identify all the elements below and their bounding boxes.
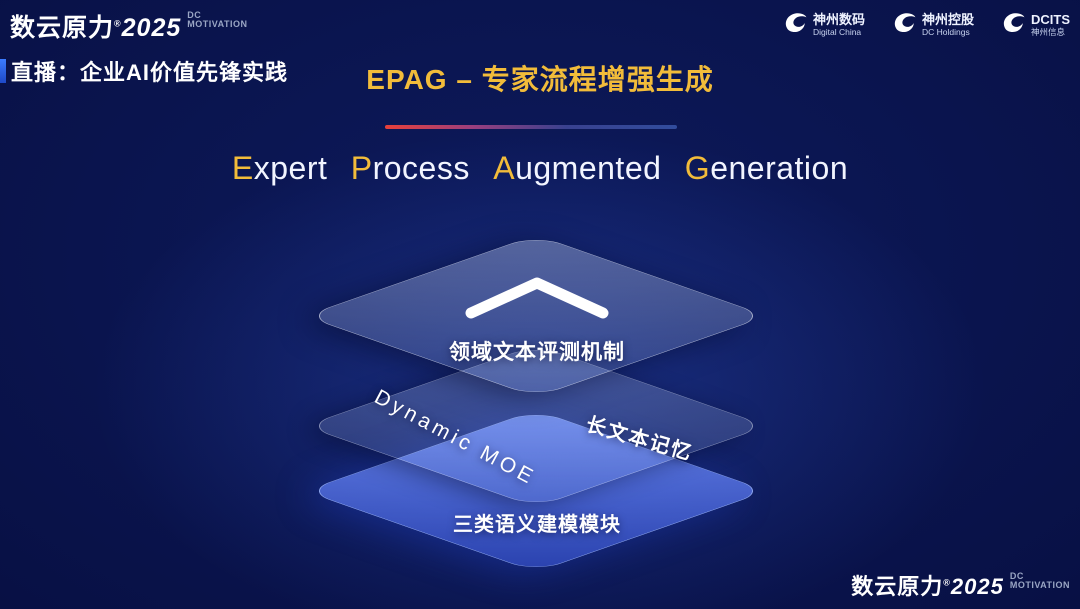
partner-digital-china: 神州数码 Digital China [782, 10, 865, 41]
subtitle-rest: ugmented [515, 150, 662, 186]
live-banner-text: 直播：企业AI价值先锋实践 [11, 60, 289, 85]
subtitle-initial: E [231, 150, 254, 186]
page-title: EPAG – 专家流程增强生成 [366, 64, 714, 95]
digital-china-swoosh-icon [782, 10, 808, 41]
subtitle-initial: G [684, 150, 711, 186]
subtitle-rest: xpert [253, 150, 328, 186]
subtitle-initial: A [493, 150, 516, 186]
live-banner-accent-bar [0, 59, 6, 83]
brand-subtext: DC MOTIVATION [1009, 571, 1070, 591]
partner-dcits: DCITS 神州信息 [1000, 10, 1070, 41]
brand-logo-bottom-right: 数云原力®2025 DC MOTIVATION [851, 569, 1070, 601]
partner-dc-holdings: 神州控股 DC Holdings [891, 10, 974, 41]
brand-logo-top-left: 数云原力®2025 DC MOTIVATION [10, 8, 247, 44]
brand-name: 数云原力 [10, 14, 115, 42]
subtitle-word: Generation [685, 150, 848, 186]
subtitle-english: Expert Process Augmented Generation [225, 150, 855, 187]
subtitle-initial: P [350, 150, 373, 186]
gradient-divider [385, 125, 677, 129]
subtitle-rest: rocess [372, 150, 470, 186]
layer-top-label: 领域文本评测机制 [449, 341, 625, 364]
partner-subtitle: 神州信息 [1031, 27, 1066, 38]
dcits-swoosh-icon [1000, 10, 1026, 41]
partner-text: 神州数码 Digital China [812, 12, 865, 38]
brand-sub-dc: DC [187, 10, 202, 20]
partner-logos: 神州数码 Digital China 神州控股 DC Holdings DCIT… [782, 10, 1070, 41]
brand-subtext: DC MOTIVATION [187, 10, 248, 30]
partner-subtitle: DC Holdings [921, 27, 970, 38]
subtitle-word: Augmented [493, 150, 661, 186]
dc-holdings-swoosh-icon [891, 10, 917, 41]
brand-year: 2025 [950, 574, 1004, 599]
brand-year: 2025 [121, 14, 182, 42]
brand-wordmark: 数云原力®2025 [851, 569, 1004, 601]
partner-subtitle: Digital China [812, 27, 862, 38]
partner-text: DCITS 神州信息 [1031, 12, 1070, 38]
chevron-up-icon [462, 274, 612, 327]
registered-mark: ® [943, 577, 951, 588]
registered-mark: ® [114, 18, 122, 29]
partner-name: 神州控股 [921, 12, 974, 28]
live-banner: 直播：企业AI价值先锋实践 [0, 55, 288, 87]
partner-name: DCITS [1031, 12, 1070, 28]
partner-name: 神州数码 [812, 12, 865, 28]
brand-sub-motivation: MOTIVATION [187, 19, 248, 30]
brand-sub-motivation: MOTIVATION [1009, 580, 1070, 591]
brand-sub-dc: DC [1009, 571, 1024, 581]
brand-name: 数云原力 [851, 574, 944, 599]
layer-bottom-label: 三类语义建模模块 [453, 514, 621, 536]
subtitle-rest: eneration [710, 150, 849, 186]
subtitle-word: Expert [232, 150, 327, 186]
partner-text: 神州控股 DC Holdings [921, 12, 974, 38]
brand-wordmark: 数云原力®2025 [10, 8, 181, 44]
subtitle-word: Process [351, 150, 470, 186]
